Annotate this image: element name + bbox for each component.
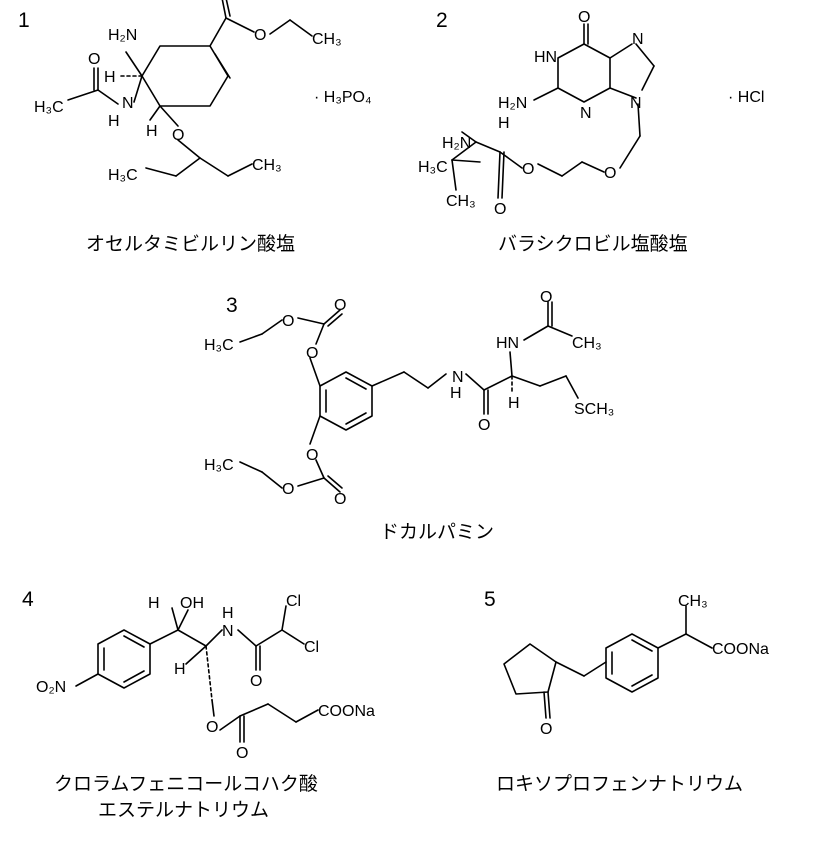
amine-label: H₂N — [108, 27, 137, 44]
compound-name-line-2: エステルナトリウム — [98, 799, 269, 821]
methyl-label: CH₃ — [446, 193, 476, 210]
carbonyl-o-label: O — [540, 289, 552, 306]
compound-number: 2 — [436, 9, 448, 32]
compound-number: 5 — [484, 588, 496, 611]
methyl-label: H₃C — [108, 167, 138, 184]
compound-number: 1 — [18, 9, 30, 32]
thioether-label: SCH₃ — [574, 401, 614, 418]
h-label: H — [174, 661, 186, 678]
carbonyl-o-label: O — [88, 51, 100, 68]
carbonate-o-label: O — [282, 313, 294, 330]
compound-5: 5 CH₃ COONa O ロキソプロフェンナトリウム — [484, 588, 769, 795]
methyl-label: CH₃ — [252, 157, 282, 174]
h-label: H — [148, 595, 160, 612]
amide-o-label: O — [478, 417, 490, 434]
salt-label: · HCl — [728, 89, 764, 106]
amide-n-label: N — [452, 369, 464, 386]
methyl-label: CH₃ — [572, 335, 602, 352]
carboxylate-label: COONa — [712, 641, 769, 658]
compound-name: ドカルパミン — [380, 521, 494, 543]
ether-o-label: O — [172, 127, 184, 144]
ether-o-label: O — [604, 165, 616, 182]
amide-o-label: O — [250, 673, 262, 690]
amino-label: H₂N — [498, 95, 527, 112]
compound-5-bonds — [503, 605, 713, 719]
hn-label: HN — [496, 335, 519, 352]
valine-amino-label: H₂N — [442, 135, 471, 152]
compound-1: 1 — [18, 0, 372, 255]
carbonate-o-label: O — [282, 481, 294, 498]
imidazole-n-label: N — [632, 31, 644, 48]
hn-label: HN — [534, 49, 557, 66]
carbonyl-o-label: O — [578, 9, 590, 26]
carbonate-o-label: O — [306, 345, 318, 362]
amide-h-label: H — [108, 113, 120, 130]
hydroxyl-label: OH — [180, 595, 204, 612]
ester-o-label: O — [522, 161, 534, 178]
methyl-label: H₃C — [418, 159, 448, 176]
pyrimidine-n-label: N — [580, 105, 592, 122]
compound-1-bonds — [67, 0, 313, 177]
compound-name: ロキソプロフェンナトリウム — [496, 773, 743, 795]
amide-n-label: N — [222, 623, 234, 640]
ester-methyl-label: CH₃ — [312, 31, 342, 48]
amide-h-label: H — [222, 605, 234, 622]
ester-o-label: O — [206, 719, 218, 736]
compound-4: 4 — [22, 588, 375, 821]
compound-name-line-1: クロラムフェニコールコハク酸 — [54, 773, 318, 795]
compound-4-bonds — [75, 605, 319, 743]
chlorine-label: Cl — [286, 593, 301, 610]
nitro-label: O₂N — [36, 679, 66, 696]
methyl-label: H₃C — [204, 337, 234, 354]
ester-o-label: O — [216, 0, 228, 2]
h-label: H — [508, 395, 520, 412]
compound-2: 2 O — [418, 9, 764, 255]
h-label: H — [498, 115, 510, 132]
amide-n-label: N — [122, 95, 134, 112]
salt-label: · H₃PO₄ — [314, 89, 372, 106]
ester-o-label: O — [254, 27, 266, 44]
ester-o-label: O — [236, 745, 248, 762]
carbonate-o-label: O — [334, 297, 346, 314]
h-label: H — [146, 123, 158, 140]
n9-label: N — [630, 95, 642, 112]
compound-name: オセルタミビルリン酸塩 — [86, 233, 295, 255]
methyl-label: H₃C — [34, 99, 64, 116]
compound-name: バラシクロビル塩酸塩 — [498, 233, 688, 255]
compound-number: 3 — [226, 294, 238, 317]
amide-h-label: H — [450, 385, 462, 402]
ester-o-label: O — [494, 201, 506, 218]
carbonate-o-label: O — [306, 447, 318, 464]
compound-3: 3 — [204, 289, 614, 543]
carboxylate-label: COONa — [318, 703, 375, 720]
methyl-label: CH₃ — [678, 593, 708, 610]
carbonate-o-label: O — [334, 491, 346, 508]
h-label: H — [104, 69, 116, 86]
methyl-label: H₃C — [204, 457, 234, 474]
compound-3-bonds — [239, 301, 579, 493]
chlorine-label: Cl — [304, 639, 319, 656]
ketone-o-label: O — [540, 721, 552, 738]
compound-number: 4 — [22, 588, 34, 611]
compound-2-bonds — [451, 23, 655, 199]
